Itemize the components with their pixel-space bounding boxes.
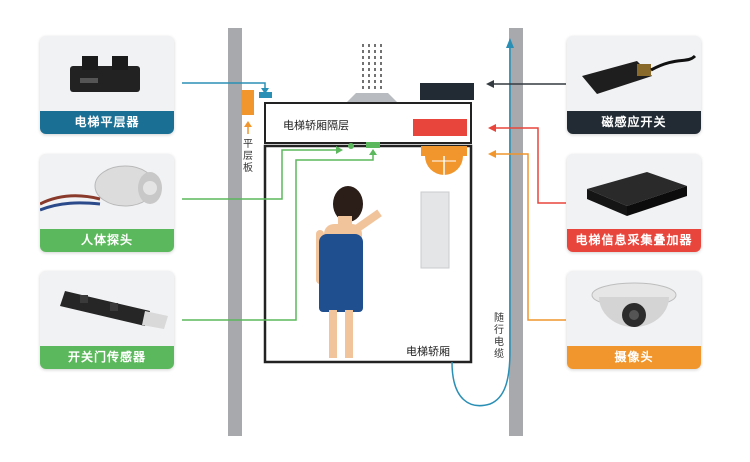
motion-sensor-icon	[40, 165, 162, 212]
dome-camera-icon	[591, 282, 677, 327]
line-camera	[494, 153, 566, 321]
magnetic-switch-box	[420, 83, 474, 100]
traveling-cable-label: 随行电缆	[494, 313, 504, 360]
car-partition-label: 电梯轿厢隔层	[283, 119, 349, 132]
card-body-sensor-label: 人体探头	[40, 229, 174, 252]
card-level-sensor[interactable]: 电梯平层器	[40, 36, 174, 134]
card-info-collector[interactable]: 电梯信息采集叠加器	[567, 154, 701, 252]
info-collector-icon	[587, 172, 687, 216]
person-figure	[305, 186, 395, 362]
control-keypad	[420, 191, 450, 269]
body-sensor-marker	[348, 143, 354, 149]
level-sensor-icon	[70, 56, 140, 92]
car-label: 电梯轿厢	[406, 345, 450, 358]
camera-base	[421, 146, 467, 156]
level-plate-shape	[241, 90, 254, 115]
card-level-sensor-label: 电梯平层器	[40, 111, 174, 134]
door-sensor-icon	[60, 291, 168, 329]
line-door-sensor	[182, 151, 374, 321]
level-plate-label: 平层板	[243, 139, 253, 174]
card-body-sensor[interactable]: 人体探头	[40, 154, 174, 252]
line-body-sensor	[182, 149, 338, 200]
card-camera[interactable]: 摄像头	[567, 271, 701, 369]
line-level-sensor	[182, 82, 266, 90]
info-collector-box	[413, 119, 467, 136]
shaft-wall-left	[228, 28, 242, 436]
magnetic-switch-icon	[582, 54, 697, 94]
card-camera-label: 摄像头	[567, 346, 701, 369]
card-info-collector-label: 电梯信息采集叠加器	[567, 229, 701, 252]
door-sensor-marker	[366, 142, 380, 148]
hoist-cables	[362, 44, 382, 92]
traveling-cable	[451, 44, 511, 407]
card-magnetic-switch-label: 磁感应开关	[567, 111, 701, 134]
shaft-wall-right	[509, 28, 523, 436]
card-door-sensor[interactable]: 开关门传感器	[40, 271, 174, 369]
card-magnetic-switch[interactable]: 磁感应开关	[567, 36, 701, 134]
card-door-sensor-label: 开关门传感器	[40, 346, 174, 369]
level-sensor-marker	[259, 92, 272, 98]
car-top-mount	[346, 93, 398, 103]
line-info-collector	[494, 127, 566, 204]
